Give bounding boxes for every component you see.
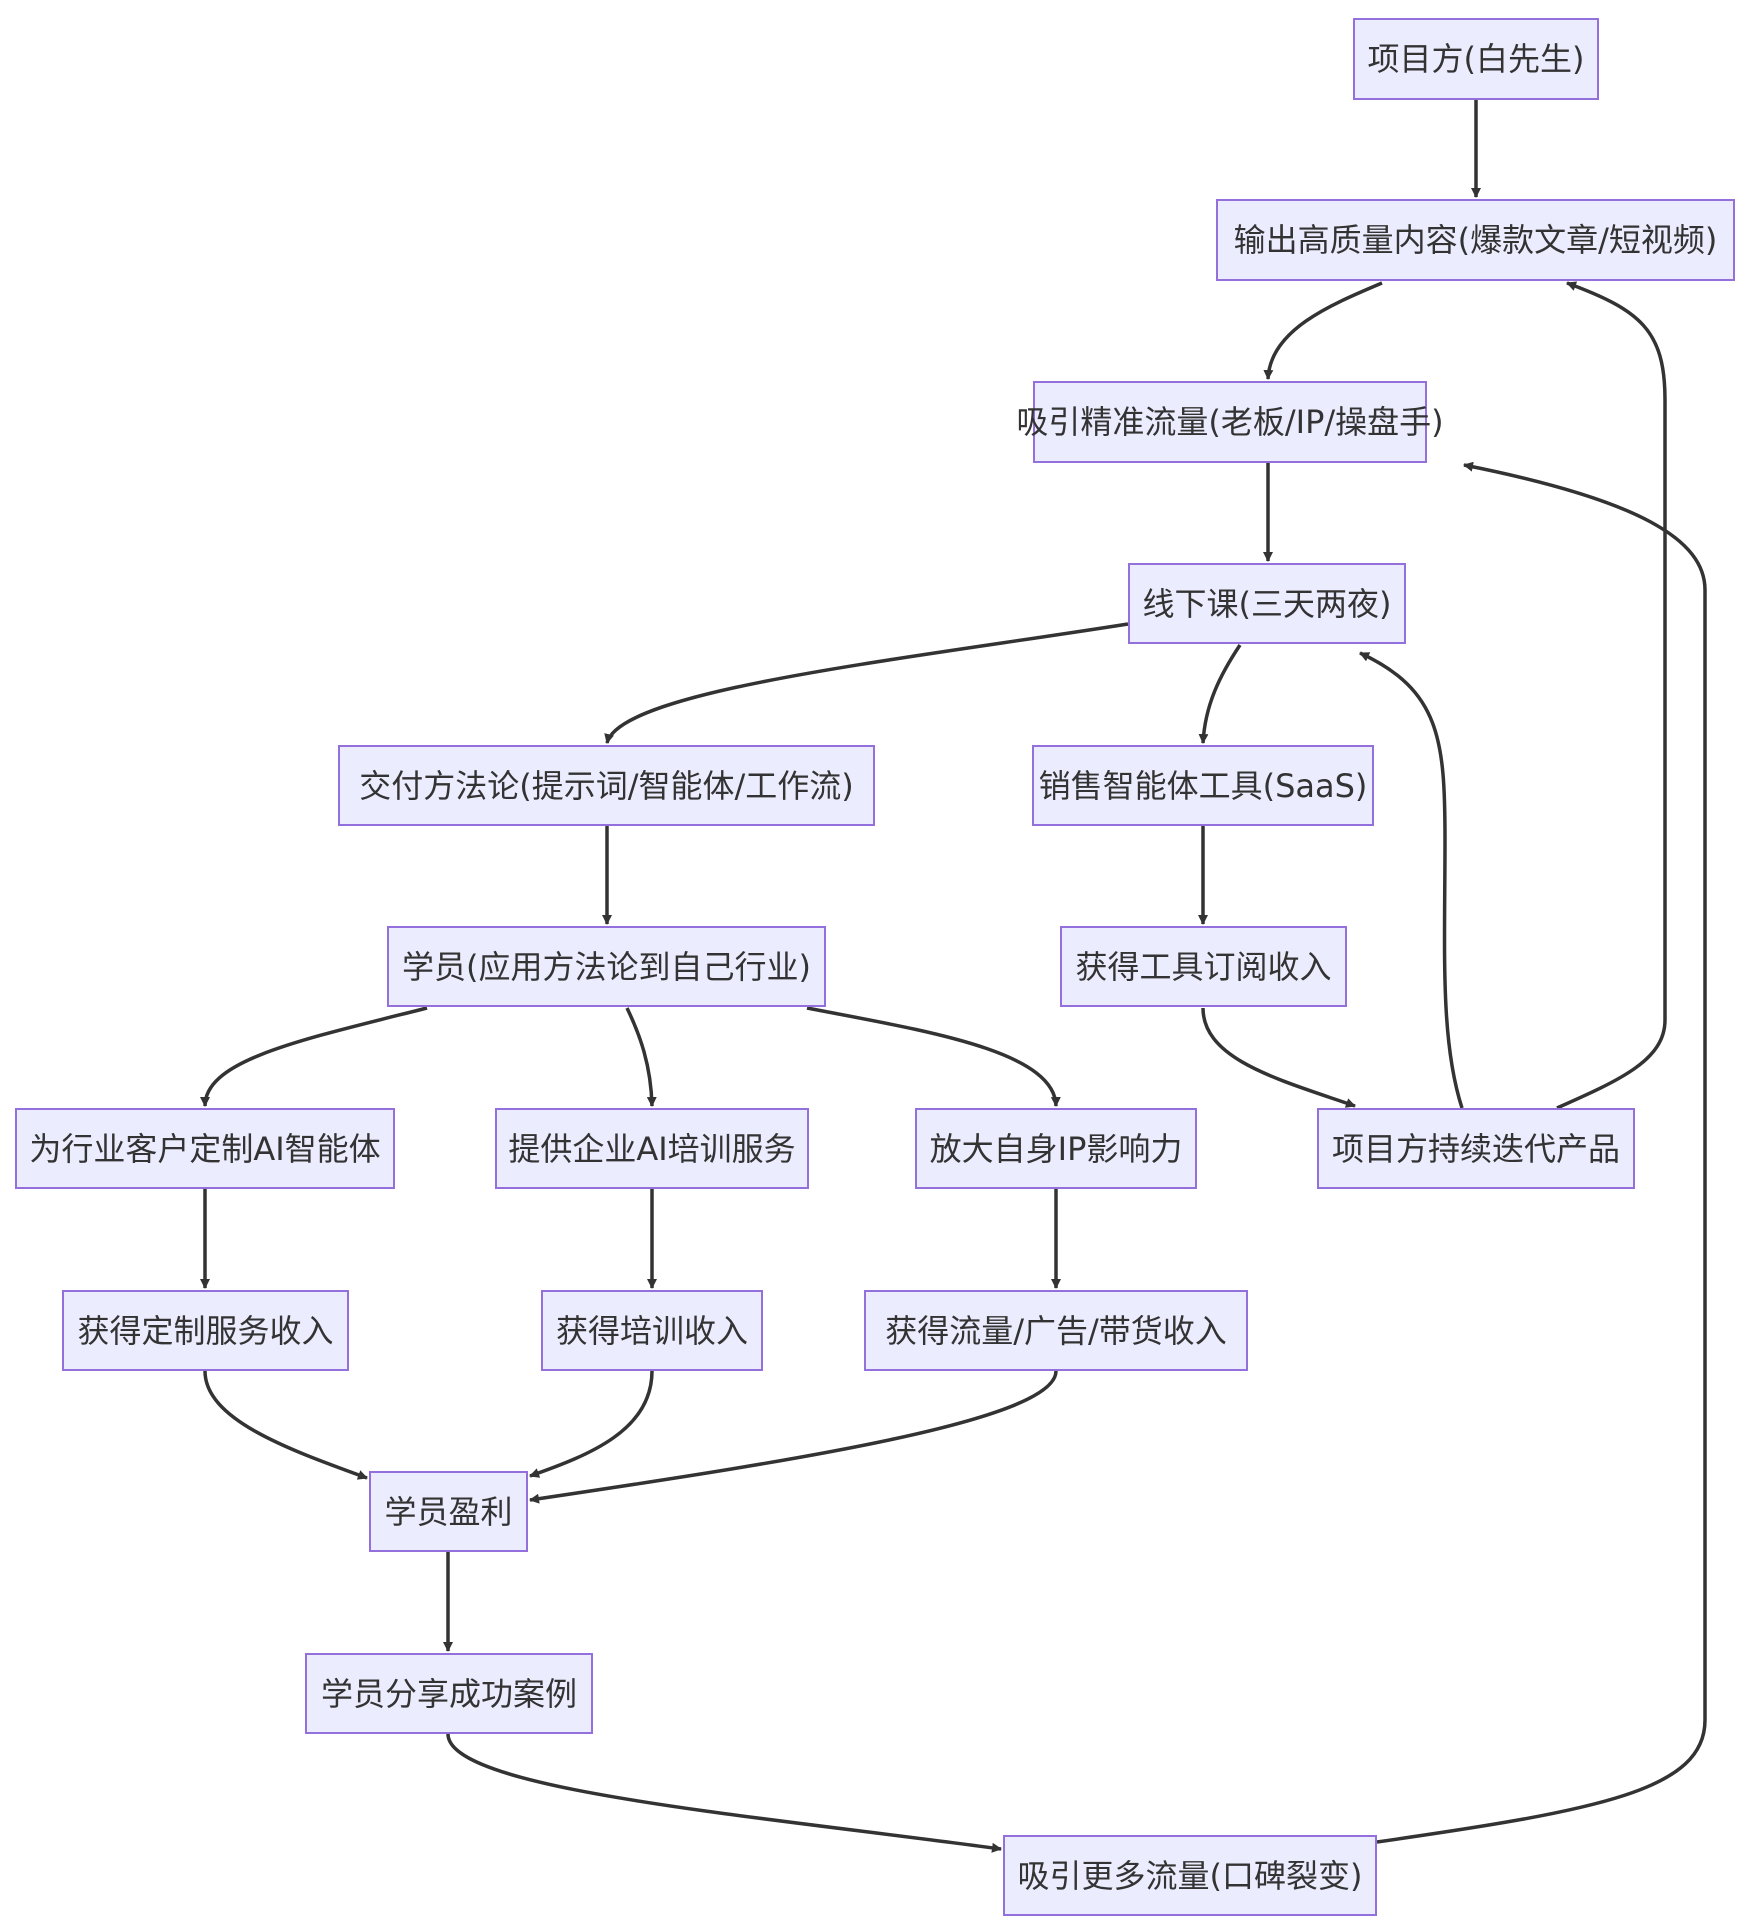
- edge-custom-income-to-profit: [203, 1370, 368, 1480]
- edge-share-to-more-traffic: [446, 1733, 1002, 1853]
- node-iterate[interactable]: 项目方持续迭代产品: [1317, 1108, 1635, 1189]
- edge-subscription-to-iterate: [1201, 1007, 1356, 1108]
- node-owner[interactable]: 项目方(白先生): [1353, 18, 1599, 100]
- node-share[interactable]: 学员分享成功案例: [305, 1653, 593, 1734]
- edge-more-traffic-to-traffic: [1376, 461, 1707, 1844]
- node-course[interactable]: 线下课(三天两夜): [1128, 563, 1406, 644]
- node-saas[interactable]: 销售智能体工具(SaaS): [1032, 745, 1374, 826]
- node-traffic-income[interactable]: 获得流量/广告/带货收入: [864, 1290, 1248, 1371]
- node-subscription[interactable]: 获得工具订阅收入: [1060, 926, 1347, 1007]
- edge-traffic-income-to-profit: [529, 1370, 1058, 1504]
- node-more-traffic[interactable]: 吸引更多流量(口碑裂变): [1003, 1835, 1377, 1916]
- node-training-service[interactable]: 提供企业AI培训服务: [495, 1108, 809, 1189]
- edge-student-to-training-service: [625, 1007, 657, 1107]
- node-custom-income[interactable]: 获得定制服务收入: [62, 1290, 349, 1371]
- node-training-income[interactable]: 获得培训收入: [541, 1290, 763, 1371]
- node-method[interactable]: 交付方法论(提示词/智能体/工作流): [338, 745, 875, 826]
- node-ip-influence[interactable]: 放大自身IP影响力: [915, 1108, 1197, 1189]
- node-traffic[interactable]: 吸引精准流量(老板/IP/操盘手): [1016, 381, 1444, 463]
- node-student[interactable]: 学员(应用方法论到自己行业): [387, 926, 826, 1007]
- edge-iterate-to-content: [1556, 281, 1667, 1110]
- edge-training-income-to-profit: [529, 1370, 654, 1478]
- edge-student-to-ip-influence: [806, 1006, 1061, 1107]
- node-profit[interactable]: 学员盈利: [369, 1471, 528, 1552]
- edge-content-to-traffic: [1263, 281, 1383, 380]
- edge-course-to-method: [604, 622, 1129, 744]
- edge-iterate-to-course: [1359, 651, 1464, 1109]
- node-content[interactable]: 输出高质量内容(爆款文章/短视频): [1216, 199, 1735, 281]
- node-custom-agent[interactable]: 为行业客户定制AI智能体: [15, 1108, 395, 1189]
- edge-student-to-custom-agent: [200, 1006, 428, 1107]
- edge-course-to-saas: [1198, 644, 1242, 744]
